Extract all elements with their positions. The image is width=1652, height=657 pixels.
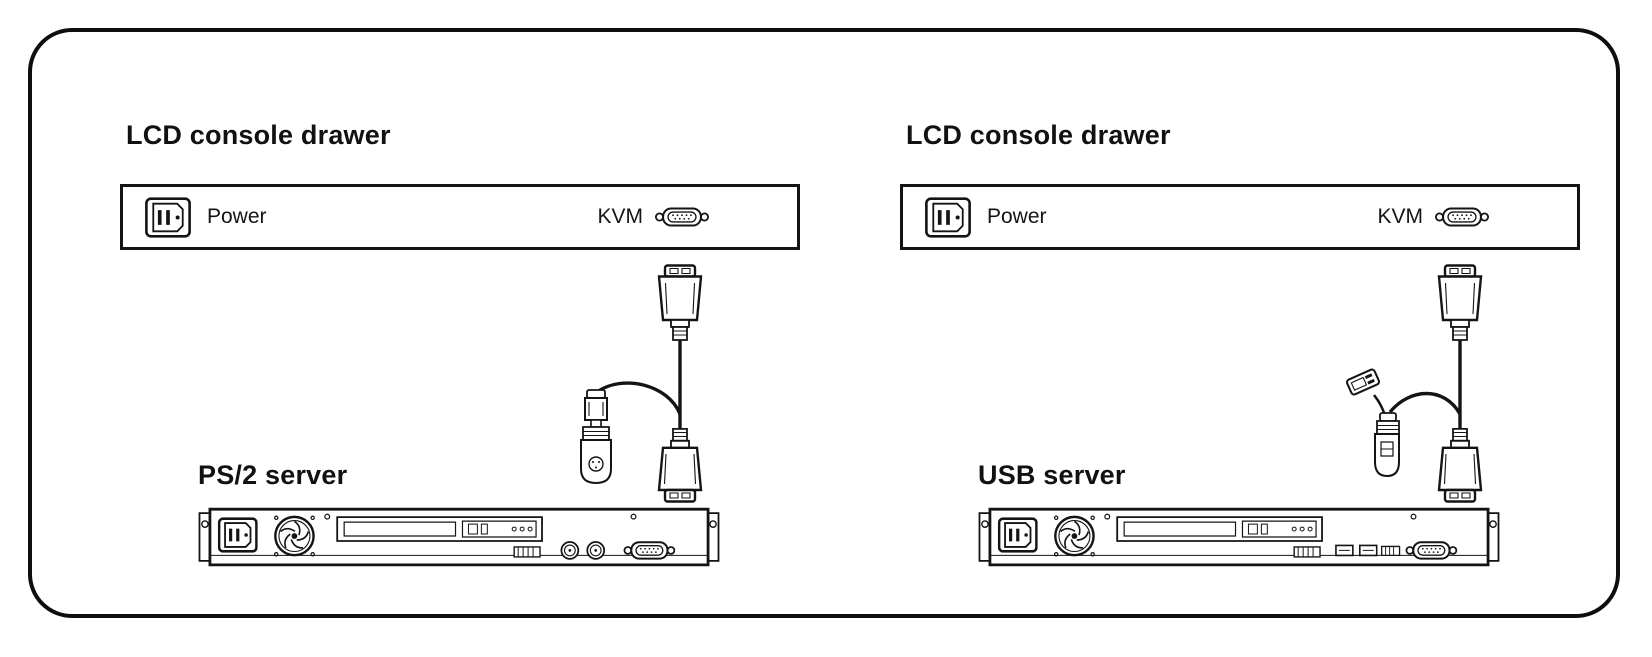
console-drawer-rear-panel: Power KVM	[120, 184, 800, 250]
power-inlet-icon	[145, 196, 191, 238]
power-inlet-icon	[925, 196, 971, 238]
drawer-title: LCD console drawer	[126, 120, 391, 150]
server-rear-panel-usb	[978, 504, 1500, 572]
server-title: USB server	[978, 460, 1126, 490]
console-drawer-rear-panel: Power KVM	[900, 184, 1580, 250]
kvm-label: KVM	[597, 205, 643, 228]
kvm-cable-ps2	[560, 264, 800, 512]
kvm-cable-usb	[1340, 264, 1580, 512]
server-rear-panel-ps2	[198, 504, 720, 572]
diagram-frame: LCD console drawer Power KVM PS/2 server…	[28, 28, 1620, 618]
panel-usb-setup: LCD console drawer Power KVM USB server	[900, 92, 1652, 657]
vga-port-icon	[1435, 207, 1489, 227]
drawer-title: LCD console drawer	[906, 120, 1171, 150]
panel-ps2-setup: LCD console drawer Power KVM PS/2 server	[120, 92, 880, 657]
vga-port-icon	[655, 207, 709, 227]
kvm-label: KVM	[1377, 205, 1423, 228]
power-label: Power	[987, 205, 1047, 228]
power-label: Power	[207, 205, 267, 228]
server-title: PS/2 server	[198, 460, 348, 490]
